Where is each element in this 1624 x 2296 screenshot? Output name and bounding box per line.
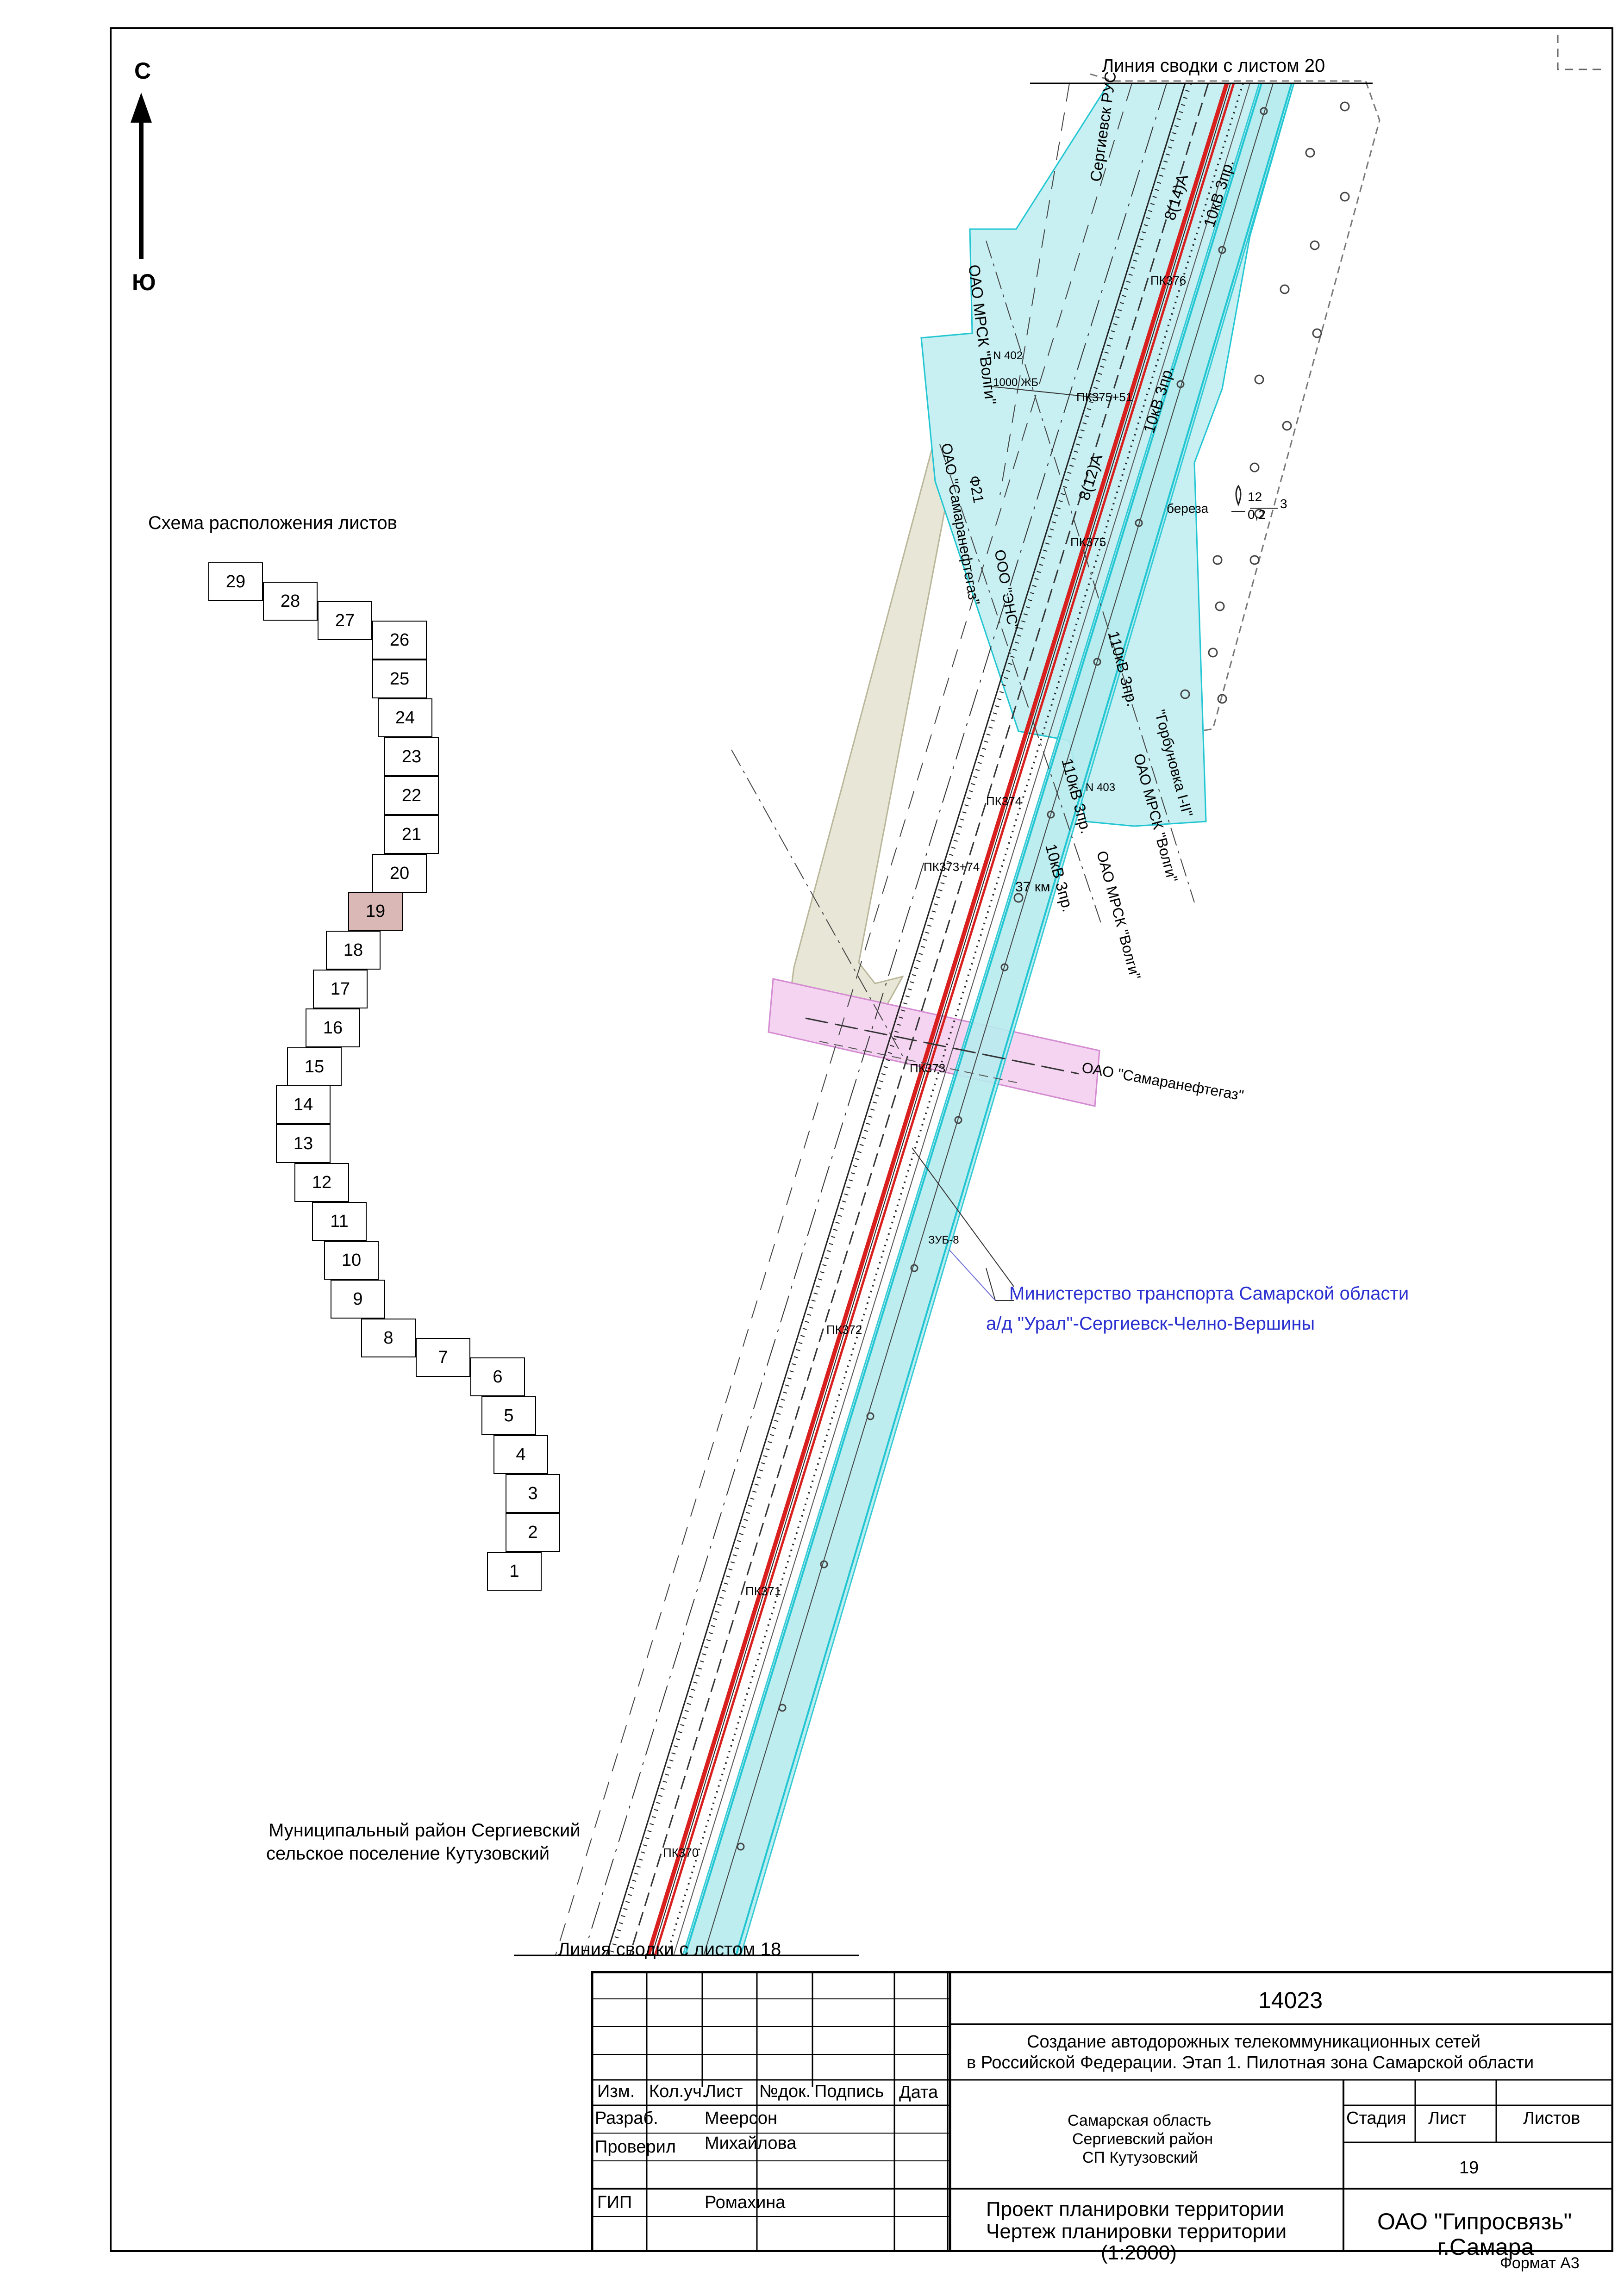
sheet-25[interactable]: 25 xyxy=(372,660,427,698)
stamp-header-kol: Кол.уч. xyxy=(649,2082,707,2101)
sheet-22[interactable]: 22 xyxy=(384,776,439,815)
label-tree-02: 0,2 xyxy=(1248,507,1266,522)
label-pk372: ПК372 xyxy=(826,1323,862,1337)
sheet-14[interactable]: 14 xyxy=(276,1085,331,1124)
label-tree-3: 3 xyxy=(1280,497,1287,511)
label-pk373-74: ПК373+74 xyxy=(924,860,980,874)
sheet-1[interactable]: 1 xyxy=(487,1552,542,1591)
sheet-21[interactable]: 21 xyxy=(384,815,439,854)
stamp-name-razrab: Меерсон xyxy=(705,2109,778,2128)
label-37km: 37 км xyxy=(1015,879,1050,895)
stamp-header-data: Дата xyxy=(899,2083,938,2102)
sheet-2[interactable]: 2 xyxy=(506,1513,560,1552)
stamp-header-izm: Изм. xyxy=(597,2082,635,2101)
stamp-location-2: Сергиевский район xyxy=(1072,2130,1213,2148)
stamp-stage-label: Стадия xyxy=(1346,2109,1406,2128)
district-line-1: Муниципальный район Сергиевский xyxy=(269,1820,581,1841)
compass-south-label: Ю xyxy=(132,269,156,295)
sheet-16[interactable]: 16 xyxy=(306,1008,360,1047)
match-line-top-label: Линия сводки с листом 20 xyxy=(1102,56,1325,76)
stamp-name-gip: Ромахина xyxy=(705,2193,786,2212)
stamp-header-ndok: №док. xyxy=(759,2082,811,2101)
sheet-5[interactable]: 5 xyxy=(481,1396,536,1435)
label-zub8: ЗУБ-8 xyxy=(928,1234,959,1246)
sheet-23[interactable]: 23 xyxy=(384,737,439,776)
road-red-right xyxy=(654,83,1235,1956)
label-pk375: ПК375 xyxy=(1070,535,1106,549)
compass-north-label: С xyxy=(134,58,151,84)
stamp-project-title-2: в Российской Федерации. Этап 1. Пилотная… xyxy=(967,2053,1534,2072)
sheet-3[interactable]: 3 xyxy=(506,1474,560,1513)
sheet-6[interactable]: 6 xyxy=(470,1357,525,1396)
stamp-header-podpis: Подпись xyxy=(814,2082,884,2101)
sheet-26[interactable]: 26 xyxy=(372,621,427,660)
stamp-drawing-1: Проект планировки территории xyxy=(986,2198,1284,2221)
label-pk376: ПК376 xyxy=(1150,274,1187,287)
stamp-org-2: г.Самара xyxy=(1437,2234,1534,2260)
sheet-13[interactable]: 13 xyxy=(276,1124,331,1163)
stamp-role-razrab: Разраб. xyxy=(595,2109,658,2128)
label-pk375-51: ПК375+51 xyxy=(1076,390,1133,404)
stamp-project-title-1: Создание автодорожных телекоммуникационн… xyxy=(1027,2032,1481,2052)
label-zhb1000: 1000 ЖБ xyxy=(993,376,1038,389)
sheet-29[interactable]: 29 xyxy=(208,562,263,601)
stamp-header-list: Лист xyxy=(705,2082,743,2101)
label-n402: N 402 xyxy=(993,349,1023,362)
stamp-name-proveril: Михайлова xyxy=(705,2134,797,2153)
label-ministry: Министерство транспорта Самарской област… xyxy=(1009,1283,1409,1304)
stamp-sheet-label: Лист xyxy=(1428,2109,1467,2128)
label-pk373: ПК373 xyxy=(910,1061,946,1075)
sheet-11[interactable]: 11 xyxy=(312,1202,367,1241)
label-bereza: береза xyxy=(1167,501,1209,516)
label-n403: N 403 xyxy=(1086,781,1116,794)
stamp-role-gip: ГИП xyxy=(597,2193,632,2212)
stamp-doc-code: 14023 xyxy=(1258,1987,1323,2013)
match-line-bottom-label: Линия сводки с листом 18 xyxy=(558,1939,781,1960)
stamp-org-1: ОАО "Гипросвязь" xyxy=(1377,2209,1572,2234)
stamp-location-3: СП Кутузовский xyxy=(1082,2149,1198,2166)
label-pk370: ПК370 xyxy=(663,1846,699,1860)
stamp-sheet-number: 19 xyxy=(1459,2158,1479,2178)
sheet-19-current[interactable]: 19 xyxy=(348,892,403,931)
sheet-8[interactable]: 8 xyxy=(361,1319,416,1357)
title-block xyxy=(591,1971,1613,2252)
stamp-location-1: Самарская область xyxy=(1068,2112,1212,2129)
sheet-7[interactable]: 7 xyxy=(416,1338,470,1377)
sheet-28[interactable]: 28 xyxy=(263,582,318,621)
format-label: Формат А3 xyxy=(1500,2254,1580,2272)
sheet-27[interactable]: 27 xyxy=(318,601,372,640)
stamp-sheets-label: Листов xyxy=(1523,2109,1580,2128)
sheet-10[interactable]: 10 xyxy=(324,1241,379,1280)
sheet-20[interactable]: 20 xyxy=(372,854,427,893)
sheet-15[interactable]: 15 xyxy=(287,1047,342,1086)
stamp-drawing-2: Чертеж планировки территории xyxy=(986,2220,1287,2243)
sheet-24[interactable]: 24 xyxy=(378,698,432,737)
field-boundary xyxy=(1090,73,1380,732)
sheet-9[interactable]: 9 xyxy=(331,1280,385,1319)
stamp-role-proveril: Проверил xyxy=(595,2137,676,2157)
district-line-2: сельское поселение Кутузовский xyxy=(266,1843,550,1864)
label-pk371: ПК371 xyxy=(745,1584,781,1598)
stamp-drawing-3: (1:2000) xyxy=(1101,2241,1177,2264)
label-tree-12: 12 xyxy=(1248,490,1262,504)
sheet-4[interactable]: 4 xyxy=(493,1435,548,1474)
scheme-title: Схема расположения листов xyxy=(148,513,397,533)
road-red-left xyxy=(646,82,1229,1956)
sheet-12[interactable]: 12 xyxy=(294,1163,349,1202)
label-pk374: ПК374 xyxy=(986,794,1022,808)
label-road: а/д "Урал"-Сергиевск-Челно-Вершины xyxy=(986,1313,1315,1334)
sheet-17[interactable]: 17 xyxy=(313,970,368,1008)
sheet-18[interactable]: 18 xyxy=(326,931,381,970)
